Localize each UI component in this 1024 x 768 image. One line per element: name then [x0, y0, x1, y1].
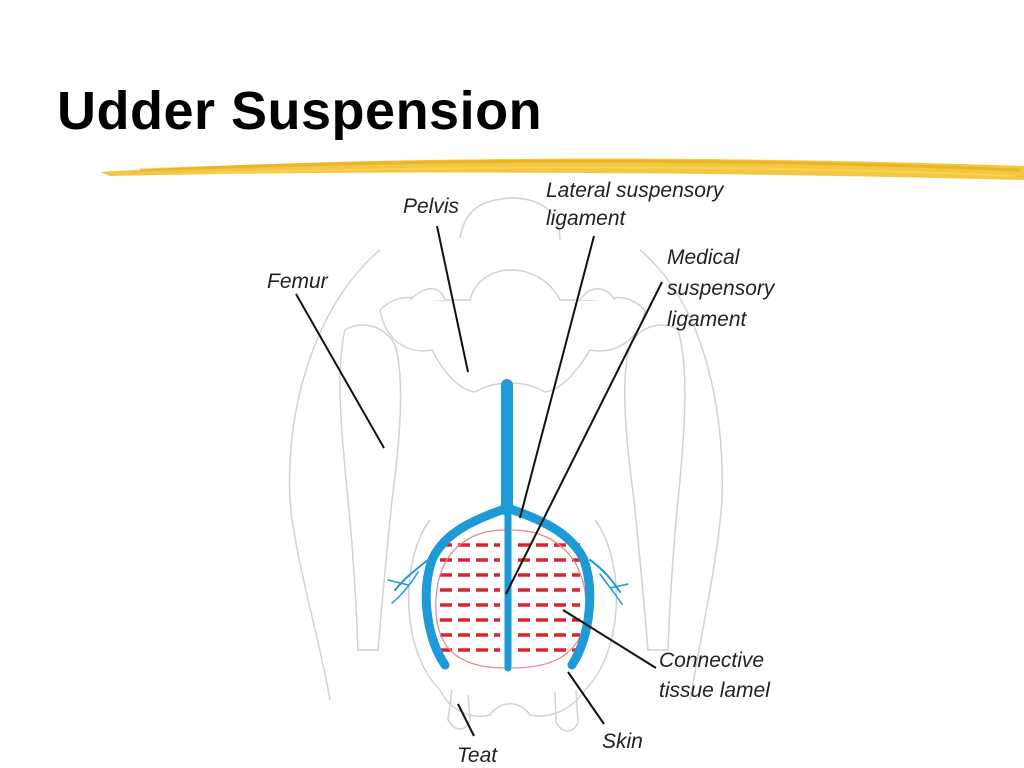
pelvis-bone — [379, 269, 646, 393]
label-skin: Skin — [602, 730, 643, 753]
suspensory-ligaments — [387, 379, 629, 672]
body-outline — [288, 197, 723, 701]
label-medial-line-3: ligament — [667, 308, 748, 331]
udder-outline — [407, 519, 618, 732]
slide-title: Udder Suspension — [57, 81, 543, 141]
label-femur: Femur — [267, 270, 329, 293]
label-pelvis: Pelvis — [403, 195, 460, 218]
title-underline-stroke — [100, 158, 1024, 180]
label-medial-line-1: Medical — [667, 246, 741, 269]
label-connective-line-2: tissue lamel — [659, 679, 771, 702]
label-lateral-suspensory-ligament: Lateral suspensory ligament — [546, 179, 729, 230]
label-medial-suspensory-ligament: Medical suspensory ligament — [667, 246, 780, 331]
femur-bones — [339, 324, 686, 651]
label-lateral-line-1: Lateral suspensory — [546, 179, 725, 202]
label-connective-line-1: Connective — [659, 649, 764, 672]
label-connective-tissue: Connective tissue lamel — [659, 649, 771, 702]
leader-lines — [295, 225, 663, 737]
label-teat: Teat — [457, 744, 498, 767]
label-lateral-line-2: ligament — [546, 207, 627, 230]
label-medial-line-2: suspensory — [667, 277, 776, 300]
